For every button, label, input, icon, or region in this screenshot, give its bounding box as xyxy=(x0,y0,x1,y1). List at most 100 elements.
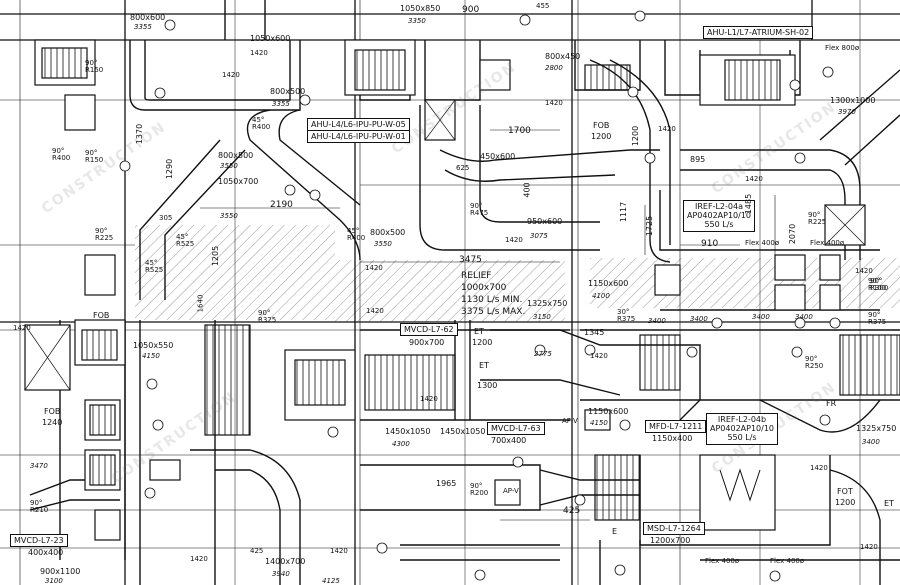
size-label: 900x1100 xyxy=(40,567,81,576)
mfd-box xyxy=(584,409,611,431)
circle-tag xyxy=(627,86,639,98)
bend-label: 90°R300 xyxy=(870,277,889,292)
elev-label: 1420 xyxy=(590,352,608,360)
circle-tag xyxy=(711,317,723,329)
coil-bank xyxy=(204,324,251,436)
tag-msd-1264: MSD-L7-1264 xyxy=(643,522,705,536)
elev-label: 1420 xyxy=(505,236,523,244)
ref-tag: 3970 xyxy=(838,108,856,116)
size-label: 1150x600 xyxy=(588,279,629,288)
circle-tags xyxy=(119,10,841,582)
vav-box-2 xyxy=(819,254,841,281)
bend-label: 90°R150 xyxy=(85,149,104,164)
circle-tag xyxy=(144,487,156,499)
iref-b-id: IREF-L2-04b xyxy=(717,415,767,424)
circle-tag xyxy=(574,494,586,506)
circle-tag xyxy=(512,456,524,468)
bend-label: 90°R475 xyxy=(470,202,489,217)
relief-max: 3375 L/s MAX. xyxy=(461,307,526,317)
iref-a-id: IREF-L2-04a xyxy=(695,202,743,211)
elev-label: 1420 xyxy=(330,547,348,555)
vav-box-3 xyxy=(774,284,806,311)
louvre-bank xyxy=(364,354,456,411)
elev-label: 1420 xyxy=(420,395,438,403)
circle-tag xyxy=(794,317,806,329)
relief-title: RELIEF xyxy=(461,271,492,281)
hatched-zone-east xyxy=(590,258,900,308)
fob-size: 1240 xyxy=(42,418,63,427)
size-label: 450x600 xyxy=(480,152,516,161)
dim-label: 3475 xyxy=(459,255,482,265)
ref-tag: 3100 xyxy=(45,577,63,585)
circle-tag xyxy=(519,14,531,26)
ref-tag: 3940 xyxy=(272,570,290,578)
bend-label: 90°R100 xyxy=(868,277,887,292)
elev-label: 1420 xyxy=(658,125,676,133)
mvcd-63-size: 700x400 xyxy=(491,436,527,445)
elev-label: 1420 xyxy=(366,307,384,315)
ref-tag: 2800 xyxy=(545,64,563,72)
ref-tag: 4150 xyxy=(590,419,608,427)
msd-1264-size: 1200x700 xyxy=(650,536,691,545)
ref-tag: 3355 xyxy=(134,23,152,31)
fob-size: 1200 xyxy=(591,132,612,141)
size-label: 800x500 xyxy=(370,228,406,237)
dim-label: 455 xyxy=(536,2,550,10)
coil-bank-3 xyxy=(839,334,900,396)
elev-label: 1420 xyxy=(190,555,208,563)
ref-tag: 3150 xyxy=(533,313,551,321)
ref-tag: 3550 xyxy=(220,162,238,170)
ref-tag: 4100 xyxy=(592,292,610,300)
ref-tag: 2775 xyxy=(534,350,552,358)
dim-label: 1345 xyxy=(584,328,605,337)
et-label: ET xyxy=(479,361,489,370)
bend-label: 30°R375 xyxy=(617,308,636,323)
dim-label: 895 xyxy=(690,155,706,164)
equipment xyxy=(24,39,900,541)
fob-label: FOB xyxy=(44,407,61,416)
circle-tag xyxy=(789,79,801,91)
ref-tag: 3075 xyxy=(530,232,548,240)
dim-label: 1640 xyxy=(196,294,205,313)
circle-tag xyxy=(829,317,841,329)
elev-label: 1420 xyxy=(810,464,828,472)
circle-tag xyxy=(152,419,164,431)
ap-label: AP-V xyxy=(562,417,578,425)
size-label: 1300x1000 xyxy=(830,96,876,105)
vav-box-4 xyxy=(819,284,841,311)
dim-label: 910 xyxy=(701,239,719,249)
ref-tag: 3550 xyxy=(374,240,392,248)
relief-min: 1130 L/s MIN. xyxy=(461,295,523,305)
dim-label: 425 xyxy=(250,547,264,555)
size-label: 800x500 xyxy=(270,87,306,96)
elev-label: 1420 xyxy=(860,543,878,551)
vav-box-1 xyxy=(774,254,806,281)
fot-size: 1200 xyxy=(835,498,856,507)
fan-box xyxy=(64,94,96,131)
circle-tag xyxy=(309,189,321,201)
circle-tag xyxy=(284,184,296,196)
tag-mvcd-62: MVCD-L7-62 xyxy=(400,323,458,337)
msd-unit xyxy=(594,454,641,521)
et-size: 1200 xyxy=(472,338,493,347)
tag-mvcd-63: MVCD-L7-63 xyxy=(487,422,545,436)
circle-tag xyxy=(146,378,158,390)
mvcd-62-size: 900x700 xyxy=(409,338,445,347)
elev-label: 1420 xyxy=(745,175,763,183)
dim-label: 2190 xyxy=(270,200,293,210)
size-label: 1050x550 xyxy=(133,341,174,350)
dim-label: 305 xyxy=(159,214,173,222)
elev-label: 1420 xyxy=(250,49,268,57)
tag-mvcd-23: MVCD-L7-23 xyxy=(10,534,68,548)
box-lower-left xyxy=(94,509,121,541)
size-label: 800x500 xyxy=(218,151,254,160)
dim-label: 425 xyxy=(563,506,581,516)
hatched-zone-center xyxy=(335,260,565,322)
bend-label: 45°R525 xyxy=(176,233,195,248)
circle-tag xyxy=(686,346,698,358)
circle-tag xyxy=(299,94,311,106)
ref-tag: 4150 xyxy=(142,352,160,360)
bend-label: 45°R525 xyxy=(145,259,164,274)
size-label: 1325x750 xyxy=(856,424,897,433)
